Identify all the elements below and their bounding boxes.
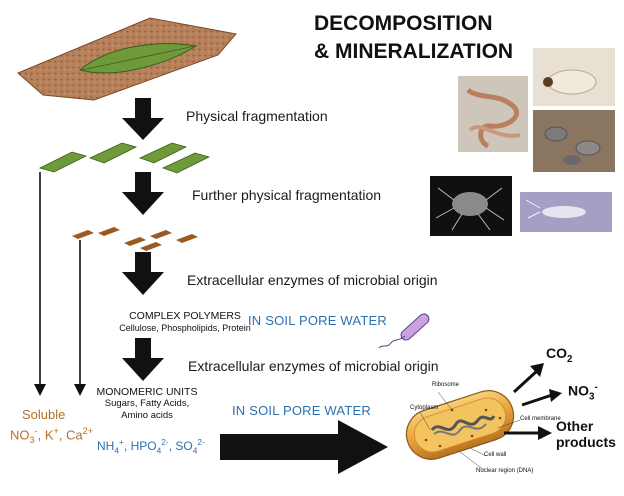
complex-polymers-box: COMPLEX POLYMERS Cellulose, Phospholipid…	[110, 310, 260, 334]
springtail-photo	[520, 192, 612, 232]
arrowhead-co2	[530, 363, 544, 377]
down-arrow-1	[122, 98, 164, 140]
down-arrow-4	[122, 338, 164, 381]
monomer-ions: NH4+, HPO42-, SO42-	[97, 437, 205, 456]
uptake-arrow	[220, 420, 388, 474]
soluble-ions: NO3-, K+, Ca2+	[10, 426, 94, 445]
small-fragments	[72, 227, 198, 251]
pore-water-label-1: IN SOIL PORE WATER	[248, 313, 387, 328]
bacterium-illustration	[405, 390, 521, 471]
complex-polymers-examples: Cellulose, Phospholipids, Protein	[119, 323, 251, 333]
arrowhead-other	[538, 426, 552, 440]
complex-polymers-title: COMPLEX POLYMERS	[129, 310, 241, 322]
stage-physical-fragmentation: Physical fragmentation	[186, 108, 328, 124]
label-cell-wall: Cell wall	[484, 452, 507, 458]
woodlice-photo	[533, 110, 615, 172]
pore-water-label-2: IN SOIL PORE WATER	[232, 403, 371, 418]
page-title: DECOMPOSITION & MINERALIZATION	[314, 10, 513, 66]
down-arrow-2	[122, 172, 164, 215]
label-nuclear-region: Nuclear region (DNA)	[476, 468, 534, 474]
soluble-title: Soluble	[22, 407, 66, 422]
product-other: Other products	[556, 418, 616, 450]
mite-photo	[430, 176, 512, 236]
stage-further-fragmentation: Further physical fragmentation	[192, 187, 382, 203]
soluble-ions-box: Soluble NO3-, K+, Ca2+	[10, 407, 93, 448]
down-arrow-3	[122, 252, 164, 295]
label-cytoplasm: Cytoplasm	[410, 405, 439, 411]
larva-photo	[533, 48, 615, 106]
arrowhead-no3	[549, 389, 562, 402]
title-line-1: DECOMPOSITION	[314, 12, 493, 35]
monomeric-units-line2: Amino acids	[121, 410, 173, 421]
monomeric-units-line1: Sugars, Fatty Acids,	[104, 398, 190, 409]
label-cell-membrane: Cell membrane	[520, 416, 561, 422]
output-arrows	[504, 368, 553, 435]
leaching-arrow-1	[34, 172, 46, 396]
monomeric-units-title: MONOMERIC UNITS	[96, 386, 198, 398]
title-line-2: & MINERALIZATION	[314, 40, 514, 63]
stage-enzymes-1: Extracellular enzymes of microbial origi…	[187, 272, 438, 288]
product-no3: NO3-	[568, 382, 598, 403]
product-co2: CO2	[546, 345, 573, 365]
soil-litter-patch	[17, 17, 237, 101]
earthworm-photo	[458, 76, 528, 152]
stage-enzymes-2: Extracellular enzymes of microbial origi…	[188, 358, 439, 374]
leaching-arrow-2	[74, 240, 86, 396]
label-ribosome: Ribosome	[432, 382, 460, 388]
monomeric-units-box: MONOMERIC UNITS Sugars, Fatty Acids, Ami…	[92, 386, 202, 422]
microbe-icon	[378, 313, 430, 349]
leaf-fragments	[38, 142, 211, 174]
